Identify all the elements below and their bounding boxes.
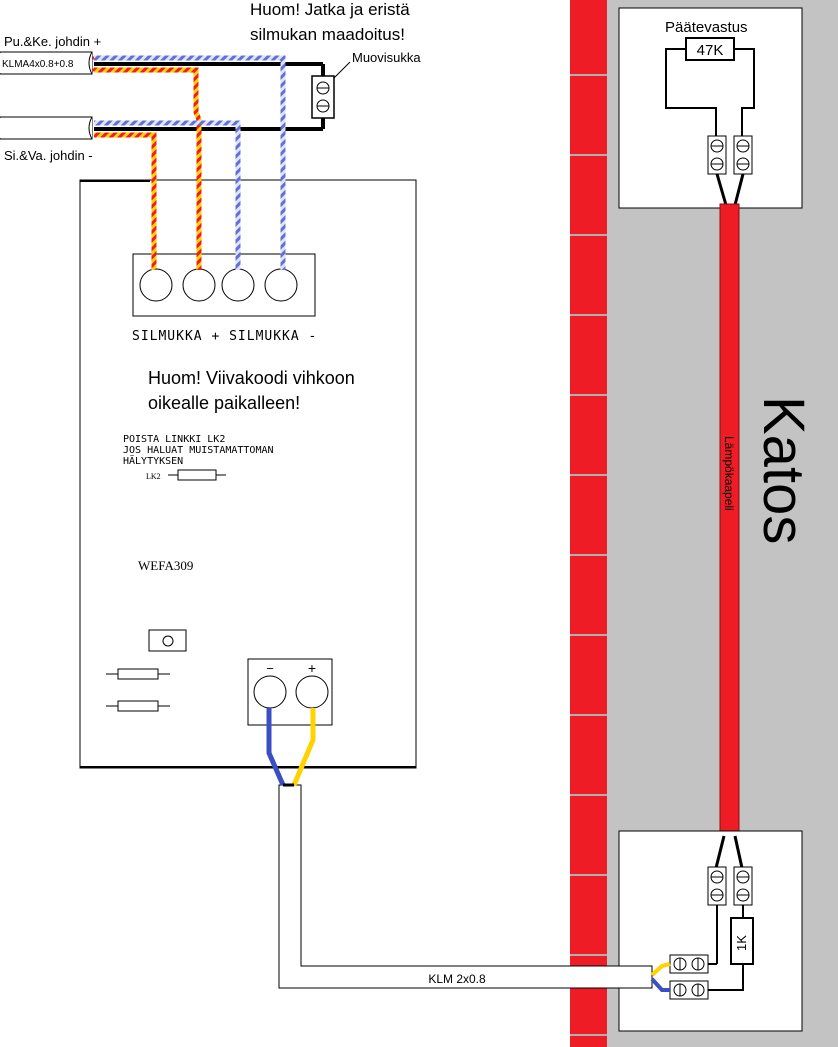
resistor-lead-left [665,48,717,136]
heat-cable-label: Lämpökaapeli [722,436,736,511]
instruction-line2: JOS HALUAT MUISTAMATTOMAN [123,445,274,456]
cable-type-label: KLMA4x0.8+0.8 [2,59,74,70]
top-wire-label: Pu.&Ke. johdin + [4,34,101,49]
resistor-lead-right [734,48,755,136]
klm-cable-label: KLM 2x0.8 [428,972,486,986]
instruction-line3: HÄLYTYKSEN [123,454,183,467]
barcode-note-line1: Huom! Viivakoodi vihkoon [148,368,355,388]
ceiling-label: Katos [751,396,816,544]
loop-terminal-2 [182,268,216,302]
power-terminal-plus [295,675,329,709]
wall [570,0,607,1047]
instruction-line1: POISTA LINKKI LK2 [123,434,225,445]
wire-red-yellow-1 [94,67,202,270]
end-resistor-title: Päätevastus [665,19,748,36]
power-terminal-minus [253,675,287,709]
resistor-1k-label: 1K [734,935,749,951]
ground-note-line1: Huom! Jatka ja eristä [250,0,410,19]
power-wire-yellow [291,708,316,786]
wire-red-yellow-2 [94,132,157,270]
loop-terminal-4 [264,268,298,302]
barcode-note-line2: oikealle paikalleen! [148,393,300,413]
wall-brick-lines [570,74,607,1036]
bottom-terminal-block-upper [707,866,753,906]
loop-terminal-1 [139,268,173,302]
resistor-component-2 [106,700,170,712]
plus-label: + [308,660,316,676]
bottom-cable-sheath [0,116,93,140]
link-lk2 [177,469,217,481]
top-terminal-block [707,135,753,175]
ground-note-line2: silmukan maadoitus! [250,25,405,44]
loop-label: SILMUKKA + SILMUKKA - [132,329,317,344]
bottom-junction-box [618,830,803,1032]
bottom-wire-label: Si.&Va. johdin - [4,148,93,163]
resistor-component-1 [106,668,170,680]
wire-blue-white-2 [94,120,241,270]
plastic-sleeve-label: Muovisukka [352,50,421,65]
heat-cable [719,203,740,837]
loop-terminal-3 [221,268,255,302]
power-wire-blue [266,708,286,787]
wire-blue-white-1 [94,55,286,270]
model-label: WEFA309 [138,558,193,573]
link-lk2-label: LK2 [146,472,161,481]
minus-label: − [266,661,274,676]
end-resistor-value: 47K [697,42,724,59]
